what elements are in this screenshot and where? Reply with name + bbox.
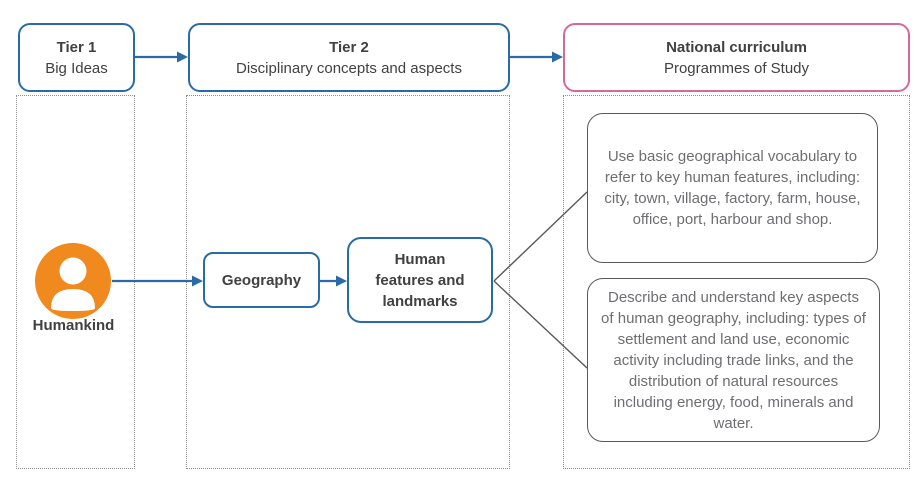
arrow-icon — [336, 275, 347, 287]
national-curriculum-title: National curriculum — [666, 38, 807, 56]
national-curriculum-header-box: National curriculum Programmes of Study — [563, 23, 910, 92]
national-curriculum-subtitle: Programmes of Study — [663, 59, 810, 77]
concept-label: Human features and landmarks — [375, 250, 465, 310]
national-curriculum-column-outline — [563, 95, 910, 469]
tier2-header-box: Tier 2 Disciplinary concepts and aspects — [188, 23, 510, 92]
arrow-icon — [177, 51, 188, 63]
discipline-label: Geography — [221, 271, 302, 289]
big-idea-label: Humankind — [32, 317, 115, 334]
person-icon — [35, 243, 111, 319]
programme-box-2: Describe and understand key aspects of h… — [587, 278, 880, 442]
tier1-subtitle: Big Ideas — [45, 59, 108, 77]
arrow-icon — [552, 51, 563, 63]
tier1-header-box: Tier 1 Big Ideas — [18, 23, 135, 92]
tier2-title: Tier 2 — [329, 38, 369, 56]
discipline-box: Geography — [203, 252, 320, 308]
concept-box: Human features and landmarks — [347, 237, 493, 323]
tier1-title: Tier 1 — [56, 38, 97, 56]
programme-text-2: Describe and understand key aspects of h… — [601, 288, 866, 432]
programme-box-1: Use basic geographical vocabulary to ref… — [587, 113, 878, 263]
programme-text-1: Use basic geographical vocabulary to ref… — [604, 148, 861, 228]
tier2-subtitle: Disciplinary concepts and aspects — [236, 59, 462, 77]
arrow-icon — [192, 275, 203, 287]
